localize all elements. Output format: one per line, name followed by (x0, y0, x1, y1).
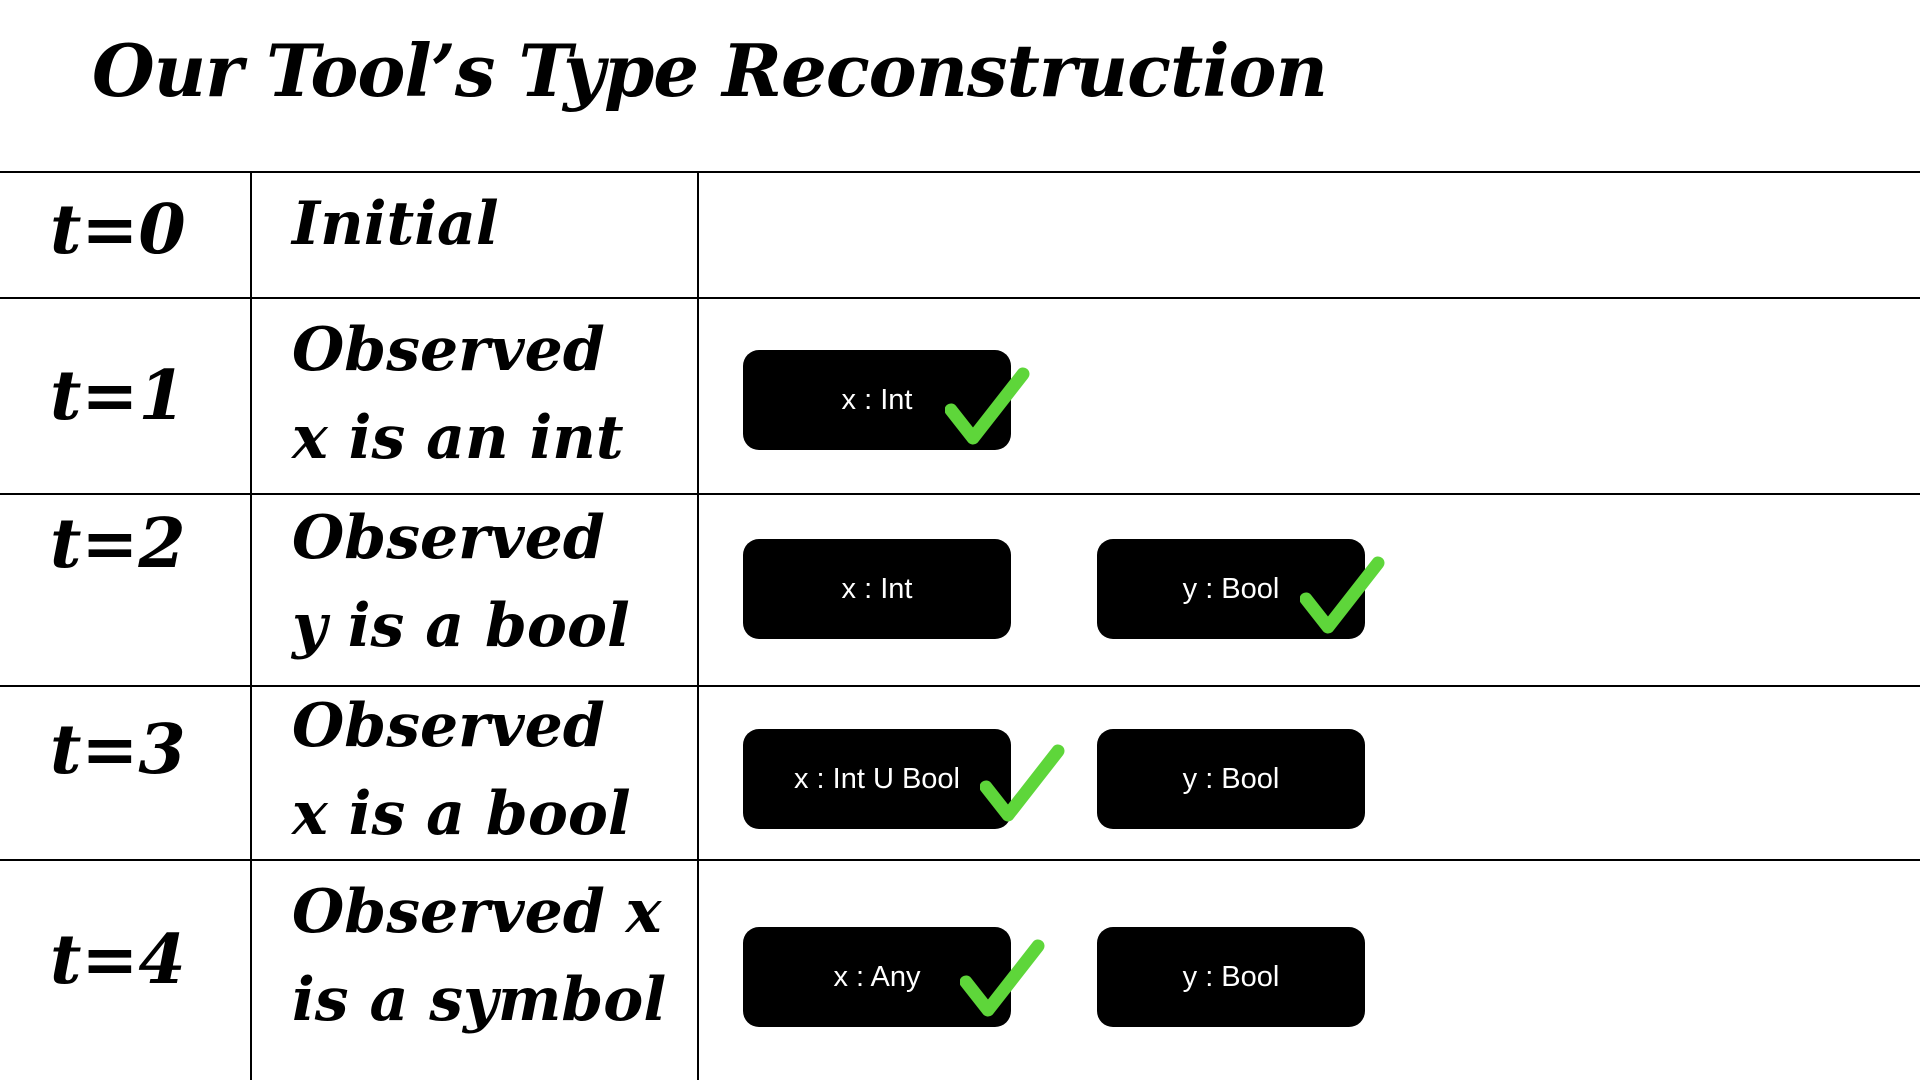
description-line: y is a bool (292, 591, 630, 661)
description-line: Observed (292, 691, 605, 761)
row-divider-1 (0, 297, 1920, 299)
description-line: is a symbol (292, 965, 667, 1035)
check-icon (960, 939, 1045, 1017)
row-divider-4 (0, 859, 1920, 861)
table-border-top (0, 171, 1920, 173)
description-line: Observed (292, 503, 605, 573)
row-divider-2 (0, 493, 1920, 495)
row-divider-3 (0, 685, 1920, 687)
check-icon (980, 744, 1065, 822)
time-label: t=0 (50, 190, 186, 270)
column-divider-1 (250, 171, 252, 1080)
description-line: x is a bool (292, 779, 631, 849)
time-label: t=3 (50, 710, 186, 790)
check-icon (945, 367, 1030, 445)
check-icon (1300, 556, 1385, 634)
time-label: t=1 (50, 356, 186, 436)
type-chip: x : Int (743, 539, 1011, 639)
type-chip: x : Int U Bool (743, 729, 1011, 829)
column-divider-2 (697, 171, 699, 1080)
type-chip: x : Int (743, 350, 1011, 450)
observation-description: Observed y is a bool (292, 494, 692, 670)
observation-description: Observed x is a symbol (292, 868, 692, 1044)
time-label: t=4 (50, 920, 186, 1000)
type-chip: y : Bool (1097, 729, 1365, 829)
time-label: t=2 (50, 504, 186, 584)
description-line: Observed (292, 315, 605, 385)
description-line: Observed x (292, 877, 662, 947)
type-chip: y : Bool (1097, 927, 1365, 1027)
slide-title: Our Tool’s Type Reconstruction (92, 28, 1328, 113)
observation-description: Initial (292, 180, 692, 268)
description-line: x is an int (292, 403, 624, 473)
observation-description: Observed x is an int (292, 306, 692, 482)
observation-description: Observed x is a bool (292, 682, 692, 858)
description-line: Initial (292, 189, 499, 259)
